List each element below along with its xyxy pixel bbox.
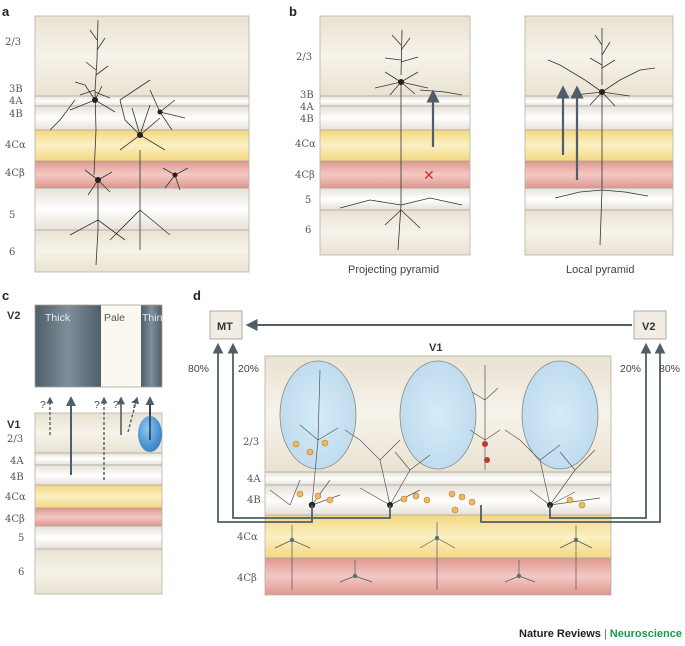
layer-label: 4Cα xyxy=(295,139,316,150)
4b-to-v2-projection xyxy=(480,342,666,523)
layer-label: 4Cβ xyxy=(5,514,25,525)
panel-d: d MT V2 V1 xyxy=(188,288,680,596)
panel-d-blobs xyxy=(279,360,599,470)
layer-label: 2/3 xyxy=(243,437,259,448)
local-pyramid-soma xyxy=(599,89,605,95)
question-mark: ? xyxy=(131,399,137,411)
mt-input-pct-inner: 20% xyxy=(238,363,259,375)
stripe-label: Pale xyxy=(104,312,125,324)
panel-a: a xyxy=(2,4,250,273)
v2-label: V2 xyxy=(7,310,20,322)
layer-label: 4A xyxy=(300,102,314,113)
mt-box xyxy=(209,310,243,340)
layer-label: 4B xyxy=(9,109,23,120)
local-pyramid-neuron xyxy=(547,28,656,246)
layer-label: 4Cβ xyxy=(237,573,257,584)
layer-label: 3B xyxy=(9,84,23,95)
layer-label: 2/3 xyxy=(296,52,312,63)
panel-c-layer-labels: 2/3 4A 4B 4Cα 4Cβ 5 6 xyxy=(5,434,26,578)
question-mark: ? xyxy=(40,399,46,411)
stripe-pale xyxy=(101,305,141,387)
caption-projecting-pyramid: Projecting pyramid xyxy=(348,264,439,276)
credit-separator: | xyxy=(603,628,607,640)
stripe-label: Thin xyxy=(142,312,163,324)
mt-label: MT xyxy=(217,321,233,333)
layer-label: 5 xyxy=(9,210,15,221)
layer-label: 4Cα xyxy=(5,492,26,503)
panel-letter-b: b xyxy=(289,4,297,19)
4b-to-v2-minor-projection xyxy=(549,342,652,519)
panel-d-labelled-cells xyxy=(292,439,586,514)
panel-letter-c: c xyxy=(2,288,9,303)
layer-label: 4Cα xyxy=(5,140,26,151)
panel-a-somata xyxy=(92,97,178,183)
panel-b: b ✕ 2/3 3B xyxy=(289,4,674,276)
stripe-thick xyxy=(35,305,101,387)
layer-label: 4Cα xyxy=(237,532,258,543)
panel-d-red-cells xyxy=(482,441,490,463)
layer-label: 4Cβ xyxy=(5,168,25,179)
panel-letter-a: a xyxy=(2,4,10,19)
v2-stripes: Thick Pale Thin xyxy=(34,304,163,388)
layer-label: 2/3 xyxy=(7,434,23,445)
layer-label: 6 xyxy=(305,225,311,236)
panel-b-left-labels: 2/3 3B 4A 4B 4Cα 4Cβ 5 6 xyxy=(295,52,316,236)
panel-c-v1-layers xyxy=(34,412,163,595)
blob xyxy=(399,360,477,470)
caption-local-pyramid: Local pyramid xyxy=(566,264,634,276)
blocked-input-mark: ✕ xyxy=(423,168,435,184)
layer-label: 4Cβ xyxy=(295,170,315,181)
panel-d-projections xyxy=(212,342,666,523)
layer-label: 5 xyxy=(18,533,24,544)
layer-label: 6 xyxy=(18,567,24,578)
panel-c: c Thick Pale Thin V2 xyxy=(2,288,163,595)
layer-label: 4B xyxy=(300,114,314,125)
v2-box xyxy=(633,310,667,340)
4b-to-mt-projection xyxy=(212,342,313,523)
layer-label: 3B xyxy=(300,90,314,101)
layer-label: 4A xyxy=(247,474,261,485)
layer-label: 6 xyxy=(9,247,15,258)
panel-a-neurons xyxy=(49,19,189,266)
layer-label: 2/3 xyxy=(5,37,21,48)
blob xyxy=(521,360,599,470)
journal-credit: Nature Reviews|Neuroscience xyxy=(519,628,682,640)
panel-c-question-marks: ? ? ? ? xyxy=(40,399,137,411)
blob xyxy=(279,360,357,470)
v2-input-pct-outer: 80% xyxy=(659,363,680,375)
layer-label: 4B xyxy=(247,495,261,506)
stripe-thin xyxy=(141,305,162,387)
v1-label: V1 xyxy=(429,342,442,354)
layer-label: 4A xyxy=(9,96,23,107)
v2-box-label: V2 xyxy=(642,321,655,333)
question-mark: ? xyxy=(94,399,100,411)
panel-a-layers xyxy=(34,15,250,273)
v2-input-pct-inner: 20% xyxy=(620,363,641,375)
journal-section: Neuroscience xyxy=(609,628,682,640)
journal-name: Nature Reviews xyxy=(519,628,601,640)
layer-label: 4B xyxy=(10,472,24,483)
mt-input-pct-outer: 80% xyxy=(188,363,209,375)
question-mark: ? xyxy=(113,399,119,411)
panel-a-layer-labels: 2/3 3B 4A 4B 4Cα 4Cβ 5 6 xyxy=(5,37,26,258)
panel-b-left-layers xyxy=(319,15,471,256)
stripe-label: Thick xyxy=(45,312,71,324)
v1-label: V1 xyxy=(7,419,20,431)
layer-label: 5 xyxy=(305,195,311,206)
layer-label: 4A xyxy=(10,456,24,467)
panel-letter-d: d xyxy=(193,288,201,303)
panel-d-layer-labels: 2/3 4A 4B 4Cα 4Cβ xyxy=(237,437,261,584)
projecting-pyramid-soma xyxy=(398,79,404,85)
panel-b-right-layers xyxy=(524,15,674,256)
4b-to-mt-minor-projection xyxy=(227,342,391,519)
